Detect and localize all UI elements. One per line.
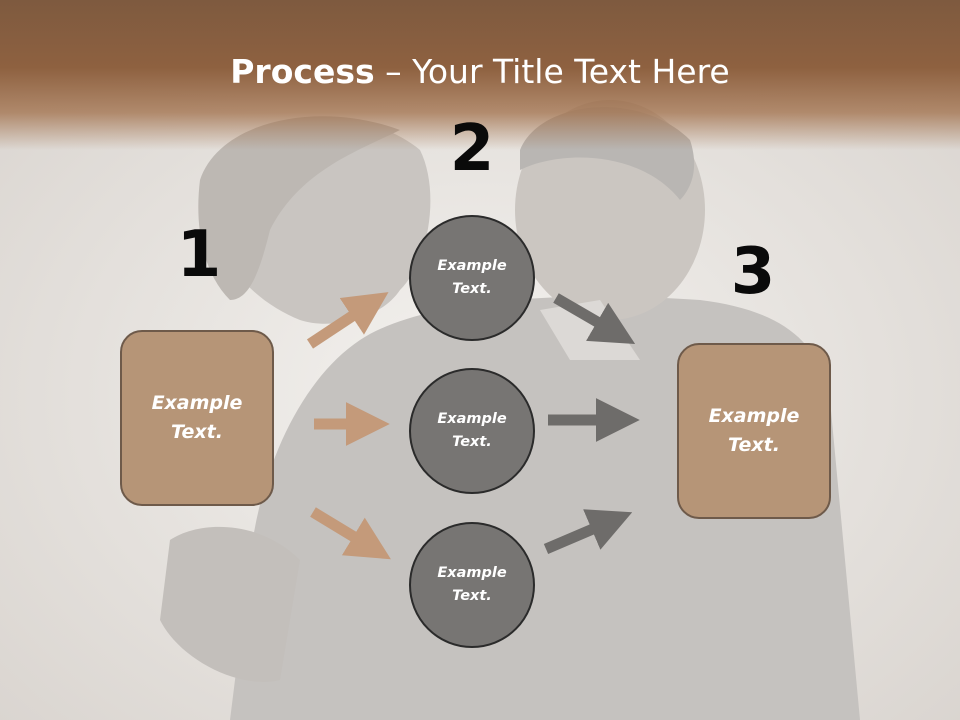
title-bold: Process [230,52,375,91]
title-band [0,0,960,150]
circle-top-label: Example Text. [437,258,507,297]
circle-middle-label: Example Text. [437,411,507,450]
slide-title: Process – Your Title Text Here [0,52,960,91]
step-number-3: 3 [730,235,776,309]
step-number-2: 2 [449,112,495,186]
right-process-box[interactable]: Example Text. [677,343,831,519]
circle-bottom-label: Example Text. [437,565,507,604]
title-rest: – Your Title Text Here [374,52,730,91]
left-process-box[interactable]: Example Text. [120,330,274,506]
step-number-1: 1 [176,218,222,292]
circle-middle[interactable]: Example Text. [409,368,535,494]
circle-top[interactable]: Example Text. [409,215,535,341]
left-box-label: Example Text. [151,392,243,443]
right-box-label: Example Text. [708,405,800,456]
circle-bottom[interactable]: Example Text. [409,522,535,648]
